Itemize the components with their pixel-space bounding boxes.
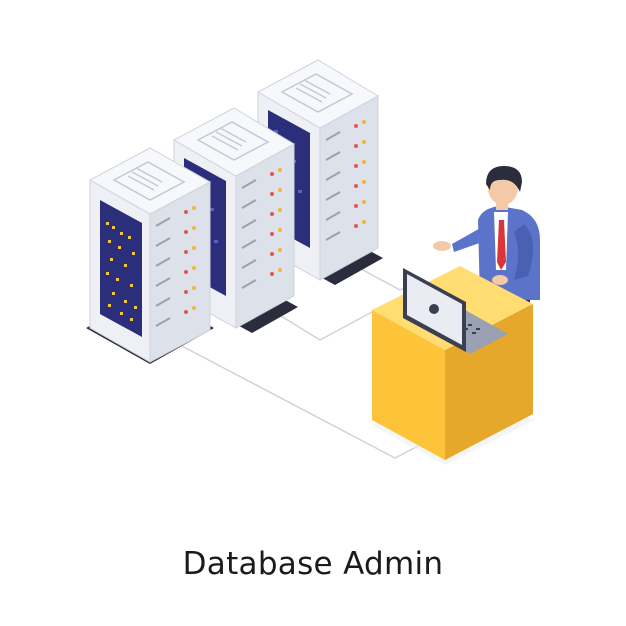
database-admin-illustration — [86, 59, 540, 465]
caption-title: Database Admin — [182, 546, 444, 582]
laptop-icon — [403, 268, 508, 354]
person-icon — [433, 166, 540, 330]
server-rack-icon — [86, 147, 214, 364]
